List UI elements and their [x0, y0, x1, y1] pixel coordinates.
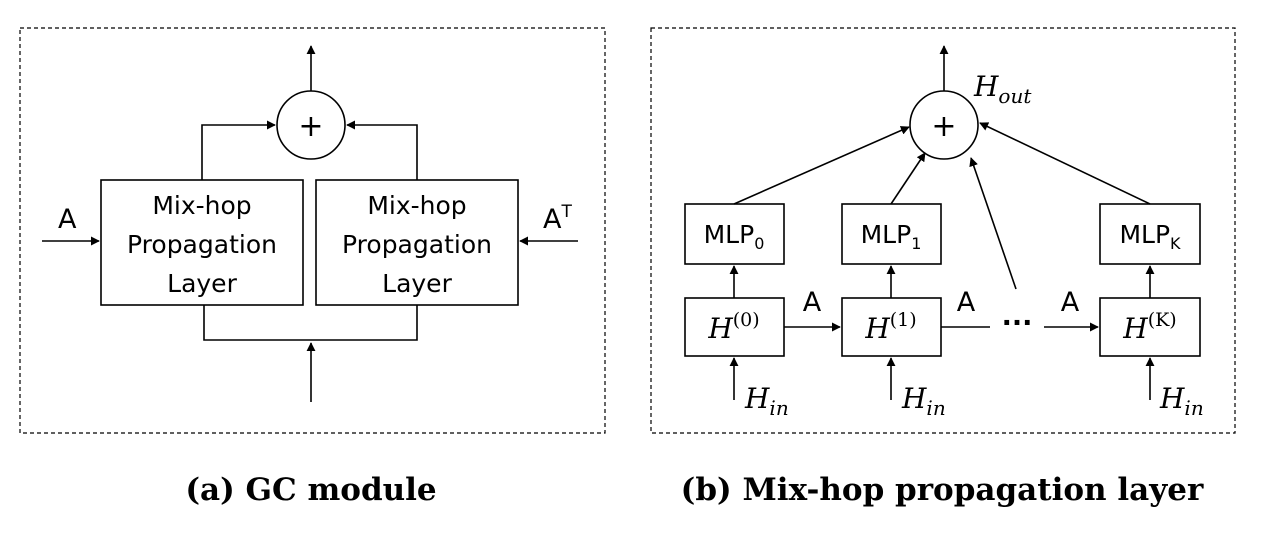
panel-b-mlp-0-sub: 0: [754, 234, 764, 253]
panel-a-sum-symbol: +: [298, 109, 323, 144]
panel-b-h0-base: H: [707, 312, 733, 345]
panel-a-right-input-base: A: [543, 204, 562, 235]
panel-a-left-block-line1: Mix-hop: [152, 191, 251, 220]
panel-b-hk-label: H(K): [1122, 309, 1176, 345]
panel-a-right-block-line1: Mix-hop: [367, 191, 466, 220]
panel-b-mlp-1-sub: 1: [911, 234, 921, 253]
panel-b-input-label-0-base: H: [744, 382, 770, 415]
panel-a-left-input-label: A: [58, 204, 77, 235]
panel-b-hk-base: H: [1122, 312, 1148, 345]
panel-a-caption: (a) GC module: [185, 472, 436, 508]
panel-a-right-block-line2: Propagation: [342, 230, 492, 259]
panel-b-frame: [650, 27, 1236, 434]
panel-b-output-label-base: H: [973, 70, 999, 103]
panel-a-right-block-line3: Layer: [382, 269, 452, 298]
panel-b-output-label-sub: out: [998, 84, 1032, 108]
panel-a-frame: [19, 27, 606, 434]
panel-b-mlp-0-base: MLP: [704, 220, 755, 249]
panel-b-h0-label: H(0): [707, 309, 759, 345]
panel-a-left-mixhop-block: [100, 179, 304, 306]
panel-b-mlp-k-base: MLP: [1119, 220, 1170, 249]
panel-b-input-label-k-base: H: [1159, 382, 1185, 415]
panel-b-edge-label-3: A: [1061, 287, 1080, 318]
panel-b-mlp-0-label: MLP0: [704, 220, 765, 253]
panel-b-mlp-1-base: MLP: [861, 220, 912, 249]
panel-b-h1-box: [841, 297, 942, 357]
panel-a-right-input-sup: T: [560, 202, 572, 222]
panel-b-input-label-0: Hin: [744, 382, 789, 420]
panel-a-right-input-label: AT: [543, 202, 572, 235]
panel-b-mixhop-layer: + Hout MLP0 MLP1 MLPK H(0) H(1) H(K) A A…: [650, 27, 1236, 508]
panel-a-left-block-line2: Propagation: [127, 230, 277, 259]
panel-b-ellipsis: ···: [1002, 308, 1033, 339]
panel-b-hk-sup: (K): [1148, 309, 1177, 331]
panel-b-mlp-k-sub: K: [1170, 234, 1181, 253]
panel-b-input-label-1-base: H: [901, 382, 927, 415]
panel-b-h0-sup: (0): [733, 309, 760, 331]
panel-a-input-bracket: [203, 305, 418, 341]
panel-a-right-to-sum-arrow: [346, 120, 418, 180]
panel-b-ellipsis-to-sum-arrow: [969, 157, 1017, 290]
panel-b-mlp-k-label: MLPK: [1119, 220, 1181, 253]
panel-b-mlp0-to-sum-arrow: [733, 126, 910, 205]
panel-b-input-label-k: Hin: [1159, 382, 1204, 420]
panel-b-input-label-0-sub: in: [769, 396, 788, 420]
panel-b-input-label-k-sub: in: [1184, 396, 1203, 420]
panel-b-mlpk-to-sum-arrow: [979, 122, 1151, 205]
panel-b-mlp-k-box: [1099, 203, 1201, 265]
panel-b-sum-symbol: +: [931, 109, 956, 144]
panel-b-h1-base: H: [864, 312, 890, 345]
panel-b-hk-box: [1099, 297, 1201, 357]
panel-b-input-label-1-sub: in: [926, 396, 945, 420]
panel-a-right-mixhop-block: [315, 179, 519, 306]
panel-b-edge-label-2: A: [957, 287, 976, 318]
panel-b-output-label: Hout: [973, 70, 1032, 108]
panel-a-gc-module: + Mix-hop Propagation Layer Mix-hop Prop…: [19, 27, 606, 508]
panel-b-h1-sup: (1): [890, 309, 917, 331]
panel-b-caption: (b) Mix-hop propagation layer: [681, 472, 1204, 508]
panel-a-left-block-line3: Layer: [167, 269, 237, 298]
panel-a-left-to-sum-arrow: [201, 120, 276, 180]
panel-b-mlp-1-box: [841, 203, 942, 265]
panel-b-edge-label-1: A: [803, 287, 822, 318]
panel-b-mlp-1-label: MLP1: [861, 220, 922, 253]
panel-b-mlp1-to-sum-arrow: [890, 152, 926, 205]
panel-b-input-label-1: Hin: [901, 382, 946, 420]
panel-b-h1-label: H(1): [864, 309, 916, 345]
